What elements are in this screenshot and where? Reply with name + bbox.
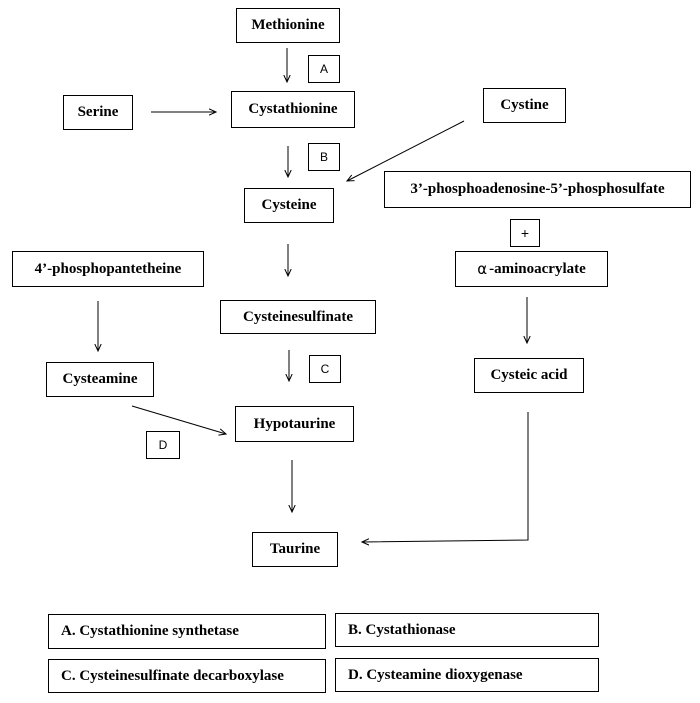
cysteine-node: Cysteine (244, 188, 334, 223)
serine-node: Serine (63, 95, 133, 130)
arrow-cysteic-acid-to-taurine (362, 412, 529, 542)
aminoacrylate-label: -aminoacrylate (489, 260, 586, 277)
cysteinesulfinate-node: Cysteinesulfinate (220, 300, 376, 334)
cysteic-acid-node: Cysteic acid (474, 358, 584, 393)
arrow-cystine-to-cysteine (347, 120, 465, 181)
taurine-node: Taurine (252, 532, 338, 567)
enzyme-marker-c: C (309, 355, 341, 383)
plus-sign-box: + (510, 219, 540, 247)
hypotaurine-node: Hypotaurine (235, 406, 354, 442)
phosphopantetheine-node: 4’-phosphopantetheine (12, 251, 204, 287)
legend-b: B. Cystathionase (335, 613, 599, 647)
methionine-node: Methionine (236, 8, 340, 43)
legend-a: A. Cystathionine synthetase (48, 614, 326, 649)
legend-d: D. Cysteamine dioxygenase (335, 658, 599, 692)
alpha-symbol: α (477, 260, 488, 278)
aminoacrylate-node: α-aminoacrylate (455, 251, 608, 287)
legend-c: C. Cysteinesulfinate decarboxylase (48, 659, 326, 693)
enzyme-marker-d: D (146, 431, 180, 459)
cystine-node: Cystine (483, 88, 566, 123)
enzyme-marker-a: A (308, 55, 340, 83)
enzyme-marker-b: B (308, 143, 340, 171)
arrow-cysteamine-to-hypotaurine (131, 405, 226, 434)
cysteamine-node: Cysteamine (46, 362, 154, 397)
paps-node: 3’-phosphoadenosine-5’-phosphosulfate (384, 171, 691, 208)
cystathionine-node: Cystathionine (231, 91, 355, 128)
